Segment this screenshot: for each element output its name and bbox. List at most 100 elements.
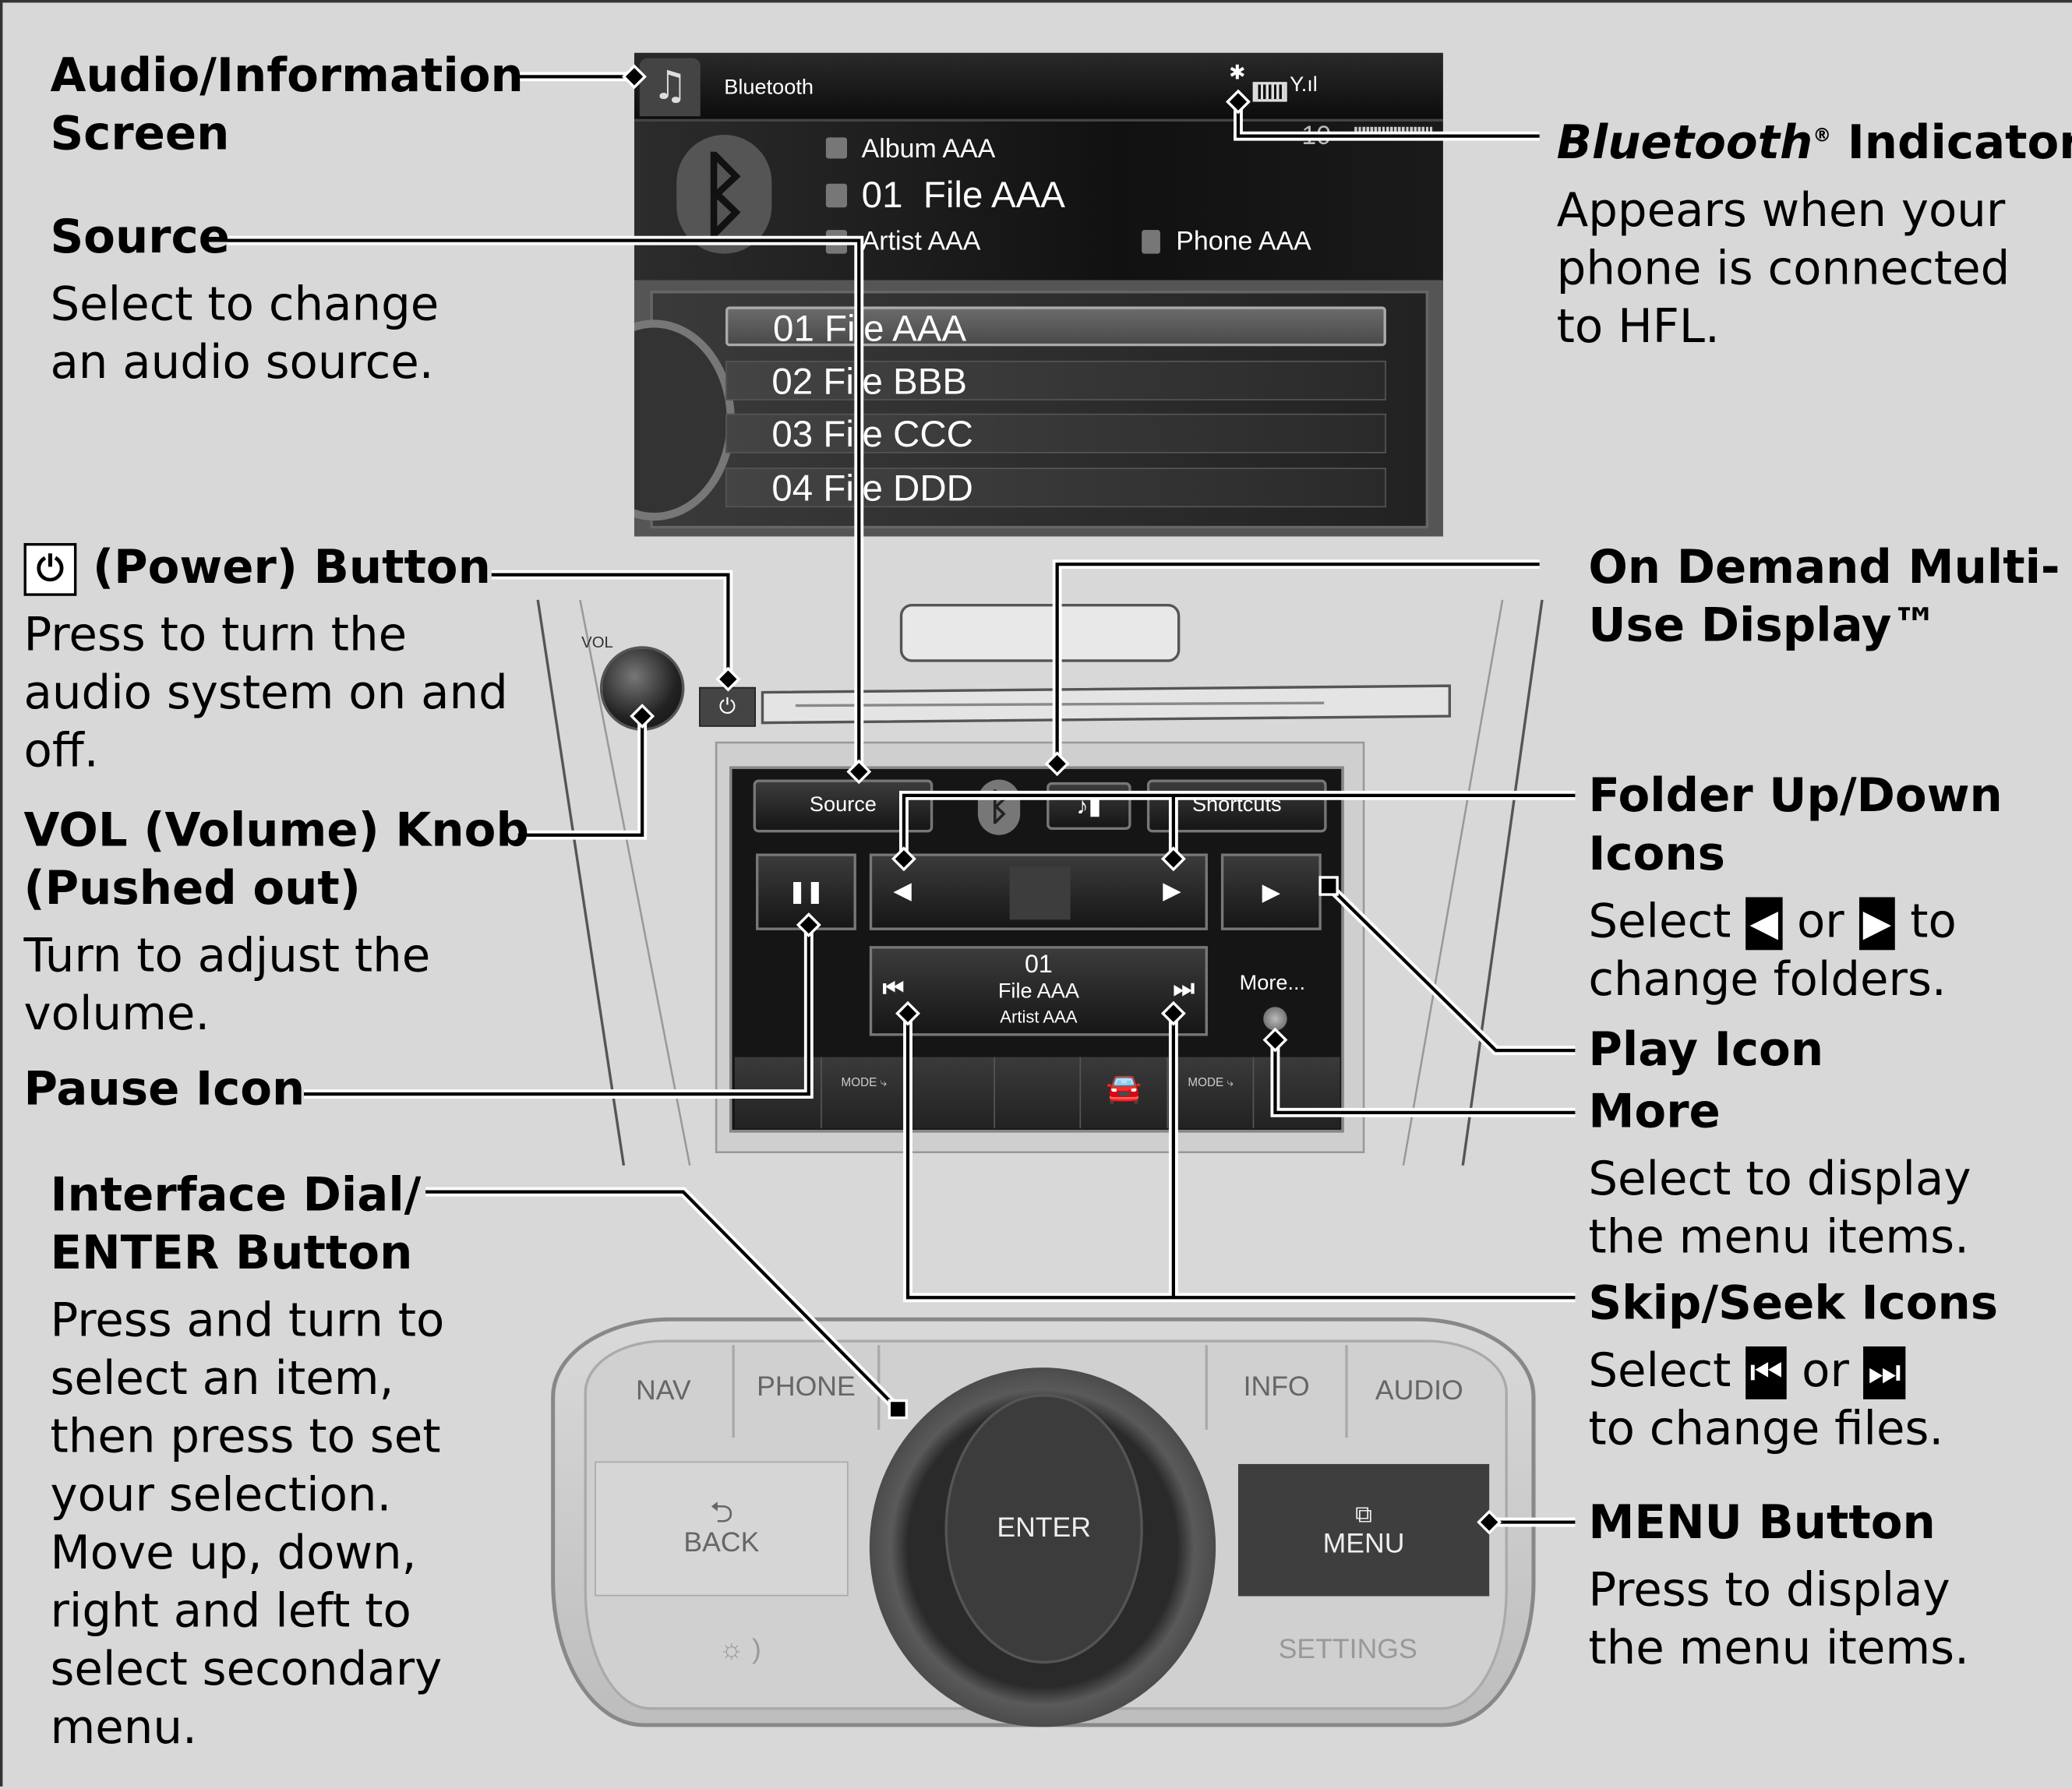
file-list-panel: 01 File AAA 02 File BBB 03 File CCC 04 F… [634,280,1443,537]
callout-desc: then press to set [50,1411,441,1464]
enter-button[interactable]: ENTER [944,1394,1143,1664]
callout-menu: MENU Button Press to display the menu it… [1588,1494,1969,1678]
callout-title: (Pushed out) [23,863,361,916]
desc-text: or [1802,1345,1849,1399]
folder-up-icon[interactable]: ◀ [893,877,912,904]
callout-more: More Select to display the menu items. [1588,1084,1971,1268]
recirculation-icon[interactable]: 🚘 [1082,1057,1168,1129]
folder-right-icon: ▶ [1858,897,1896,951]
callout-title: VOL (Volume) Knob [23,804,529,858]
more-indicator-icon[interactable] [1263,1007,1287,1031]
menu-icon: ⧉ [1355,1501,1372,1528]
registered-mark: ® [1813,125,1832,147]
settings-button[interactable]: SETTINGS [1278,1634,1417,1665]
desc-text: Select [1588,895,1731,949]
callout-title: MENU Button [1588,1497,1936,1551]
callout-title: Source [50,211,230,265]
artist-name: Artist AAA [861,227,981,256]
vol-label: VOL [581,633,613,652]
callout-desc: to change files. [1588,1403,1944,1456]
callout-odmd: On Demand Multi- Use Display™ [1588,539,2060,655]
callout-desc: to HFL. [1556,301,1720,354]
folder-left-icon: ◀ [1745,897,1783,951]
callout-desc: Press to display [1588,1564,1950,1618]
power-icon: ⏻ [23,542,77,596]
desc-text: to [1910,895,1957,949]
music-source-button[interactable]: ♪▮ [1047,782,1131,830]
callout-title: Screen [50,108,230,161]
source-name: Bluetooth [724,76,814,100]
list-item[interactable]: 04 File DDD [725,468,1386,508]
folder-down-icon[interactable]: ▶ [1163,877,1181,904]
passenger-mode-icon[interactable]: MODE ⤷ [1168,1057,1255,1129]
skip-forward-icon[interactable]: ⏭ [1173,975,1195,1002]
file-list: 01 File AAA 02 File BBB 03 File CCC 04 F… [634,291,1429,529]
source-button[interactable]: Source [753,779,934,833]
callout-title: Use Display™ [1588,599,1938,653]
phone-icon [1142,230,1160,254]
callout-vol: VOL (Volume) Knob (Pushed out) Turn to a… [24,802,529,1043]
power-button[interactable]: ⏻ [699,686,756,727]
callout-title: ENTER Button [50,1227,413,1281]
callout-desc: Press and turn to [50,1294,445,1348]
callout-desc: change folders. [1588,954,1947,1007]
callout-title: Pause Icon [23,1064,305,1117]
more-button[interactable]: More... [1239,972,1306,995]
climate-cell [994,1057,1082,1129]
callout-title: On Demand Multi- [1588,542,2060,595]
nav-button[interactable]: NAV [595,1345,735,1438]
back-button[interactable]: ⮌ BACK [595,1461,849,1597]
mode-label: MODE [841,1075,877,1089]
callout-play: Play Icon [1588,1022,1823,1080]
callout-title-row: ⏻ (Power) Button [23,539,508,598]
list-item[interactable]: 01 File AAA [725,306,1386,348]
track-number: 01 [1024,951,1053,979]
callout-desc: select an item, [50,1353,394,1406]
callout-title: Interface Dial/ [50,1169,422,1223]
callout-audio-screen: Audio/Information Screen [50,48,523,164]
callout-pause: Pause Icon [24,1061,305,1120]
callout-desc: off. [23,725,99,778]
callout-desc: your selection. [50,1469,392,1523]
day-night-button[interactable]: ☼ ) [718,1634,761,1665]
on-demand-multi-use-display: Source ᛒ ♪▮ Shortcuts ❚❚ ◀ ▶ ▶ 01 File A… [729,766,1344,1133]
folder-control: ◀ ▶ [869,853,1208,930]
callout-desc: Appears when your [1556,184,2006,238]
track-icon [825,183,848,208]
skip-back-icon[interactable]: ⏮ [882,975,905,1002]
callout-title: Indicator [1831,117,2072,171]
skip-forward-icon: ⏭ [1863,1346,1905,1399]
list-item[interactable]: 02 File BBB [725,360,1386,401]
list-item[interactable]: 03 File CCC [725,413,1386,454]
callout-title: (Power) Button [93,542,491,595]
audio-button[interactable]: AUDIO [1345,1345,1491,1438]
callout-desc: Move up, down, [50,1527,417,1581]
album-name: Album AAA [861,134,996,164]
phone-name: Phone AAA [1176,227,1311,256]
callout-bluetooth: Bluetooth® Indicator Appears when your p… [1557,107,2072,356]
album-icon [825,137,848,159]
screen-header: ♫ Bluetooth ✱ Y.ıl [634,52,1443,122]
now-playing-info: ᛒ 10 Album AAA 01 File AAA Artist AAA Ph… [634,122,1443,281]
callout-title-italic: Bluetooth [1556,117,1813,171]
play-icon: ▶ [1262,877,1281,905]
track-title: 01 File AAA [861,174,1065,216]
callout-title: Play Icon [1588,1024,1824,1078]
callout-title: Skip/Seek Icons [1588,1277,1999,1331]
track-panel: 01 File AAA Artist AAA ⏮ ⏭ [869,946,1208,1036]
back-arrow-icon: ⮌ [709,1495,733,1530]
callout-desc: an audio source. [50,337,434,390]
callout-title: Icons [1588,828,1725,882]
callout-folder: Folder Up/Down Icons Select ◀ or ▶ to ch… [1588,767,2002,1009]
info-button[interactable]: INFO [1205,1345,1346,1430]
mode-label: MODE [1188,1075,1224,1089]
callout-desc: Select to display [1588,1153,1971,1207]
callout-desc: right and left to [50,1585,411,1639]
callout-title: Folder Up/Down [1588,770,2003,824]
callout-source: Source Select to change an audio source. [50,209,439,393]
callout-desc: audio system on and [23,667,508,721]
menu-button[interactable]: ⧉ MENU [1237,1463,1490,1597]
callout-title: More [1588,1085,1721,1139]
